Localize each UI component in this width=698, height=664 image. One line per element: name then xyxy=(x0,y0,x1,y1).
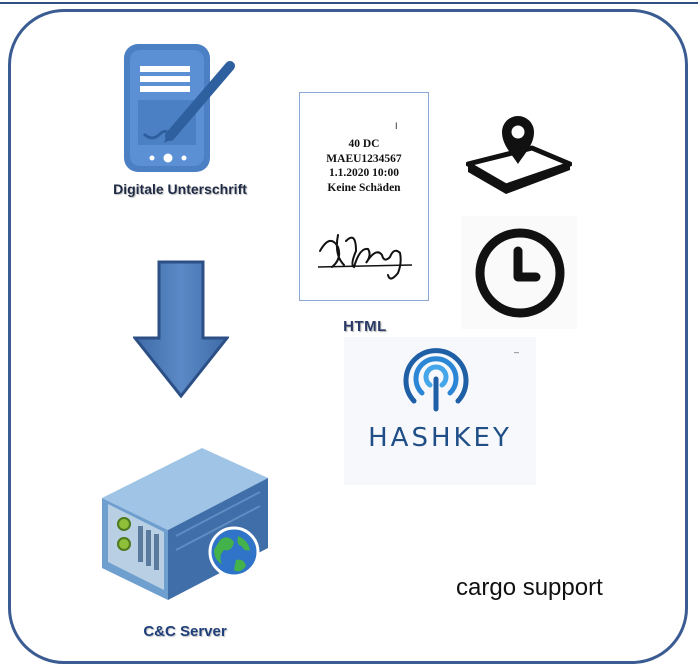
hashkey-mark: – xyxy=(514,347,520,357)
clock-icon xyxy=(475,228,565,318)
hashkey-label: HASHKEY xyxy=(368,423,512,453)
arrow-down-icon xyxy=(133,260,229,398)
cargo-support-caption: cargo support xyxy=(456,574,603,601)
hashkey-emblem-icon xyxy=(403,348,469,412)
handwritten-signature xyxy=(317,234,413,280)
html-label: HTML xyxy=(343,318,387,335)
server-label: C&C Server xyxy=(143,623,227,640)
text-cursor: I xyxy=(395,121,398,131)
container-number: MAEU1234567 xyxy=(326,152,402,165)
container-type: 40 DC xyxy=(348,138,380,150)
tablet-pen-icon xyxy=(124,44,235,172)
damage-status: Keine Schäden xyxy=(327,181,401,194)
html-document: I 40 DC MAEU1234567 1.1.2020 10:00 Keine… xyxy=(299,92,429,301)
smartphone-location-pin-icon xyxy=(466,116,572,194)
document-text: 40 DC MAEU1234567 1.1.2020 10:00 Keine S… xyxy=(300,137,428,195)
document-date: 1.1.2020 10:00 xyxy=(329,167,399,179)
clock-tile xyxy=(461,216,577,329)
digital-signature-label: Digitale Unterschrift xyxy=(113,181,247,197)
top-rule xyxy=(0,2,698,4)
hashkey-logo: – HASHKEY xyxy=(344,337,536,485)
server-globe-icon xyxy=(102,448,268,600)
